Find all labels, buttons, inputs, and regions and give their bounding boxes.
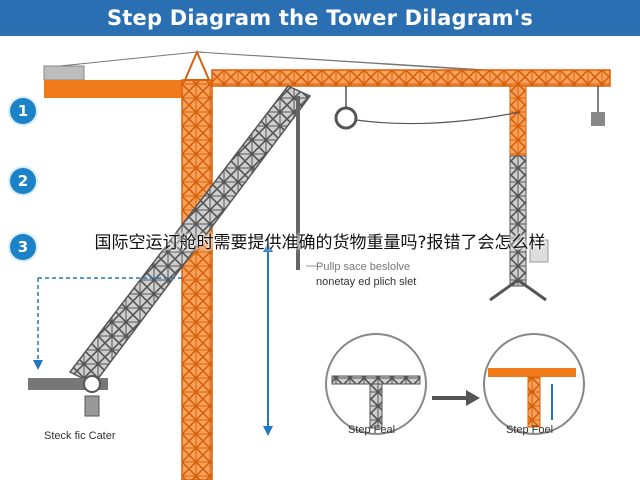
left-dimension-arrow <box>33 360 43 370</box>
page-title: Step Diagram the Tower Dilagram's <box>106 6 534 30</box>
step-badge-1: 1 <box>10 98 36 124</box>
title-bar: Step Diagram the Tower Dilagram's <box>0 0 640 36</box>
inset-right-jib <box>488 368 576 377</box>
right-counterweight <box>529 239 549 263</box>
dimension-lines <box>33 242 318 436</box>
main-jib <box>211 69 611 87</box>
luffing-hook-block <box>84 395 100 417</box>
inset-left-mast <box>369 383 383 429</box>
main-tower-crane <box>43 49 611 480</box>
tower-crane-diagram <box>28 49 611 480</box>
right-mast-base <box>489 278 547 302</box>
counter-jib <box>44 80 184 98</box>
right-mast-lower <box>509 155 527 287</box>
luffing-jib-crane <box>28 85 312 417</box>
main-mast <box>181 79 213 480</box>
pulley-sag-line <box>355 111 521 125</box>
left-crane-caption: Steck fic Cater <box>44 430 116 442</box>
inset-right-mast <box>527 376 541 428</box>
inset-left-jib <box>331 375 421 385</box>
inset-left <box>325 333 427 435</box>
luffing-hook-pulley <box>83 375 101 393</box>
inset-left-caption: Step Feal <box>348 424 396 436</box>
inset-transition-arrow <box>432 390 480 406</box>
height-arrow-top <box>263 242 273 252</box>
right-hook-block <box>591 112 605 126</box>
step-badge-2: 2 <box>10 168 36 194</box>
overlay-caption: 国际空运订舱时需要提供准确的货物重量吗?报错了会怎么样 <box>94 233 546 253</box>
pulley-label-line1: Pullp sace beslolve <box>316 261 411 273</box>
step-badge-3: 3 <box>10 234 36 260</box>
counterweight-block <box>43 65 85 81</box>
pulley-wheel <box>334 106 358 130</box>
inset-right <box>483 333 585 435</box>
pulley-label-line2: nonetay ed plich slet <box>316 276 417 288</box>
right-mast-upper <box>509 85 527 157</box>
crane-apex <box>183 49 211 81</box>
inset-right-caption: Step Foel <box>506 424 554 436</box>
height-arrow-bottom <box>263 426 273 436</box>
left-dashed-dimension <box>37 277 182 366</box>
